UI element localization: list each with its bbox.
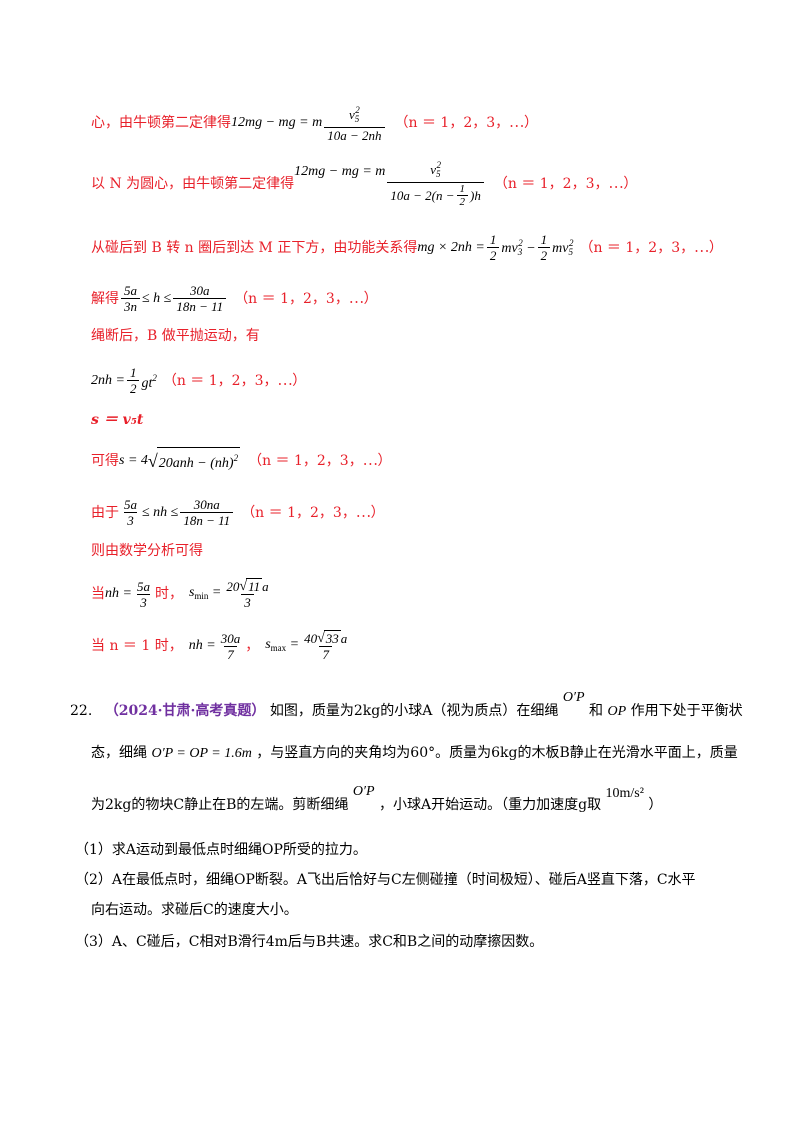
text: ） <box>648 797 663 813</box>
subquestion-1: （1）求A运动到最低点时细绳OP所受的拉力。 <box>75 842 367 858</box>
solution-line-5: 绳断后，B 做平抛运动，有 <box>91 326 260 346</box>
solution-line-8: 可得 s = 4 √20anh − (nh)2 （n ＝ 1，2，3，⋯） <box>91 447 392 474</box>
term: smax = <box>265 636 300 653</box>
term: s = 4 <box>119 452 148 468</box>
rope-label: OP <box>607 704 627 719</box>
term: nh = <box>105 586 132 601</box>
term: mv32 − <box>501 238 536 257</box>
text: 解得 <box>91 290 119 307</box>
n-range: （n ＝ 1，2，3，⋯） <box>493 176 638 192</box>
text: 心，由牛顿第二定律得 <box>91 115 231 131</box>
equation: mg × 2nh = <box>417 239 485 255</box>
term: ≤ h ≤ <box>142 290 172 306</box>
question-source: （2024·甘肃·高考真题） <box>104 703 266 719</box>
solution-line-1: 心，由牛顿第二定律得 12mg − mg = m v52 10a − 2nh （… <box>91 103 538 143</box>
rope-label: O′P <box>352 784 375 799</box>
term: mv52 <box>552 238 574 257</box>
question-line-2: 态，细绳 O′P = OP = 1.6m ，与竖直方向的夹角均为60°。质量为6… <box>91 743 738 764</box>
text: 当 <box>91 586 105 602</box>
subquestion-3: （3）A、C碰后，C相对B滑行4m后与B共速。求C和B之间的动摩擦因数。 <box>75 934 544 950</box>
text: 为2kg的物块C静止在B的左端。剪断细绳 <box>91 797 349 813</box>
text: 则由数学分析可得 <box>91 543 203 559</box>
term: gt2 <box>141 372 157 391</box>
gravity-value: 10m/s² <box>605 786 644 801</box>
term: nh = <box>188 638 216 653</box>
n-range: （n ＝ 1，2，3，⋯） <box>579 239 723 256</box>
question-line-3: 为2kg的物块C静止在B的左端。剪断细绳 O′P ，小球A开始运动。（重力加速度… <box>91 784 663 816</box>
fraction: v52 10a − 2nh <box>324 103 385 143</box>
text: ，与竖直方向的夹角均为60°。质量为6kg的木板B静止在光滑水平面上，质量 <box>256 745 738 761</box>
text: 当 n ＝ 1 时， <box>91 638 183 654</box>
term: 2nh = <box>91 372 125 388</box>
equation: 12mg − mg = m <box>294 164 386 179</box>
question-line-1: 22. （2024·甘肃·高考真题） 如图，质量为2kg的小球A（视为质点）在细… <box>70 690 743 722</box>
equation: 12mg − mg = m <box>231 115 323 130</box>
text: 如图，质量为2kg的小球A（视为质点）在细绳 <box>269 703 559 719</box>
n-range: （n ＝ 1，2，3，⋯） <box>162 372 307 389</box>
text: 和 <box>589 703 603 719</box>
n-range: （n ＝ 1，2，3，⋯） <box>394 115 538 131</box>
solution-line-2: 以 N 为圆心，由牛顿第二定律得 12mg − mg = m v52 10a −… <box>91 160 637 208</box>
subquestion-2: （2）A在最低点时，细绳OP断裂。A飞出后恰好与C左侧碰撞（时间极短）、碰后A竖… <box>75 872 696 888</box>
solution-line-7: s ＝ v₅t <box>91 410 143 430</box>
text: s ＝ v₅t <box>91 412 144 428</box>
text: 从碰后到 B 转 n 圈后到达 M 正下方，由功能关系得 <box>91 239 418 256</box>
solution-line-10: 则由数学分析可得 <box>91 541 203 561</box>
sqrt: √20anh − (nh)2 <box>148 447 241 474</box>
text: 时， <box>154 586 183 602</box>
text: 态，细绳 <box>91 745 147 761</box>
text: 由于 <box>91 504 119 521</box>
question-number: 22. <box>70 703 93 719</box>
rope-label: O′P <box>562 690 585 705</box>
term: ≤ nh ≤ <box>142 504 179 520</box>
text: 作用下处于平衡状 <box>630 703 743 719</box>
text: 可得 <box>91 452 119 469</box>
text: ，小球A开始运动。（重力加速度g取 <box>379 797 602 813</box>
subquestion-2-cont: 向右运动。求碰后C的速度大小。 <box>91 902 298 918</box>
text: ， <box>245 638 260 654</box>
n-range: （n ＝ 1，2，3，⋯） <box>241 504 385 521</box>
n-range: （n ＝ 1，2，3，⋯） <box>234 290 378 307</box>
n-range: （n ＝ 1，2，3，⋯） <box>248 452 392 469</box>
text: 绳断后，B 做平抛运动，有 <box>91 328 260 344</box>
rope-length: O′P = OP = 1.6m <box>151 746 252 761</box>
term: smin = <box>188 584 222 601</box>
text: 以 N 为圆心，由牛顿第二定律得 <box>91 176 295 192</box>
solution-line-3: 从碰后到 B 转 n 圈后到达 M 正下方，由功能关系得 mg × 2nh = … <box>91 232 723 263</box>
